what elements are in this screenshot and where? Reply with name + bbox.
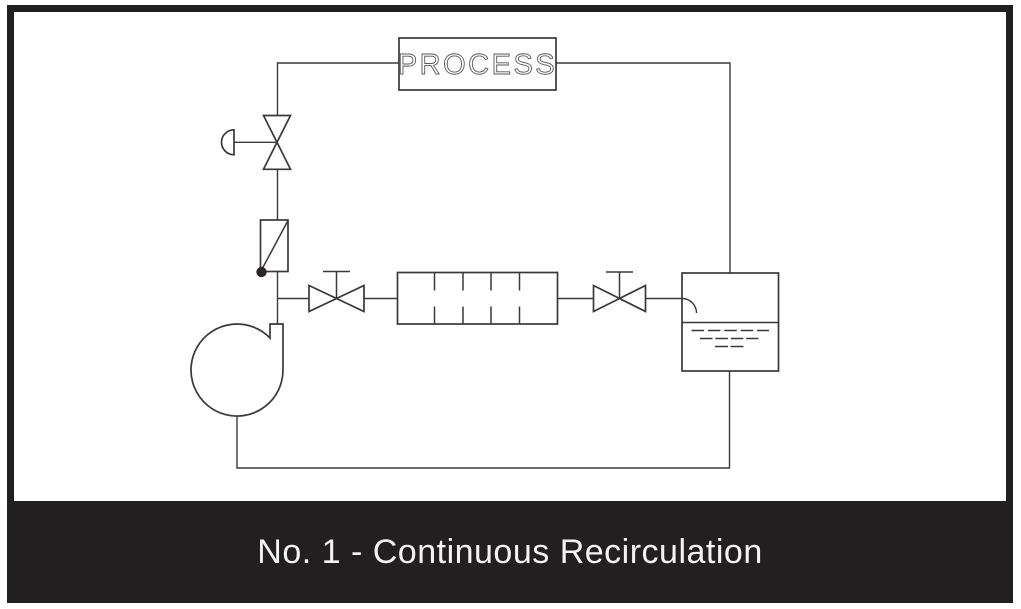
junction-dot bbox=[256, 266, 267, 278]
process-box bbox=[398, 37, 557, 91]
process-return-line bbox=[556, 62, 731, 273]
centrifugal-pump-icon bbox=[190, 323, 284, 417]
recirculation-return-line bbox=[236, 371, 731, 469]
strainer-baffles bbox=[433, 272, 521, 324]
diagram-title: No. 1 - Continuous Recirculation bbox=[257, 532, 763, 571]
back-pressure-valve-icon bbox=[259, 219, 289, 273]
inline-strainer-icon bbox=[396, 271, 559, 325]
diaphragm-actuator-icon bbox=[220, 128, 235, 156]
back-pressure-valve-diagonal bbox=[260, 220, 289, 272]
hand-valve-upstream-stem bbox=[323, 270, 350, 299]
process-box-label: PROCESS bbox=[398, 49, 557, 81]
hand-valve-downstream-stem bbox=[606, 271, 633, 299]
title-bar: No. 1 - Continuous Recirculation bbox=[7, 501, 1013, 603]
tank-inlet-curve bbox=[681, 297, 698, 314]
supply-line bbox=[276, 62, 399, 116]
